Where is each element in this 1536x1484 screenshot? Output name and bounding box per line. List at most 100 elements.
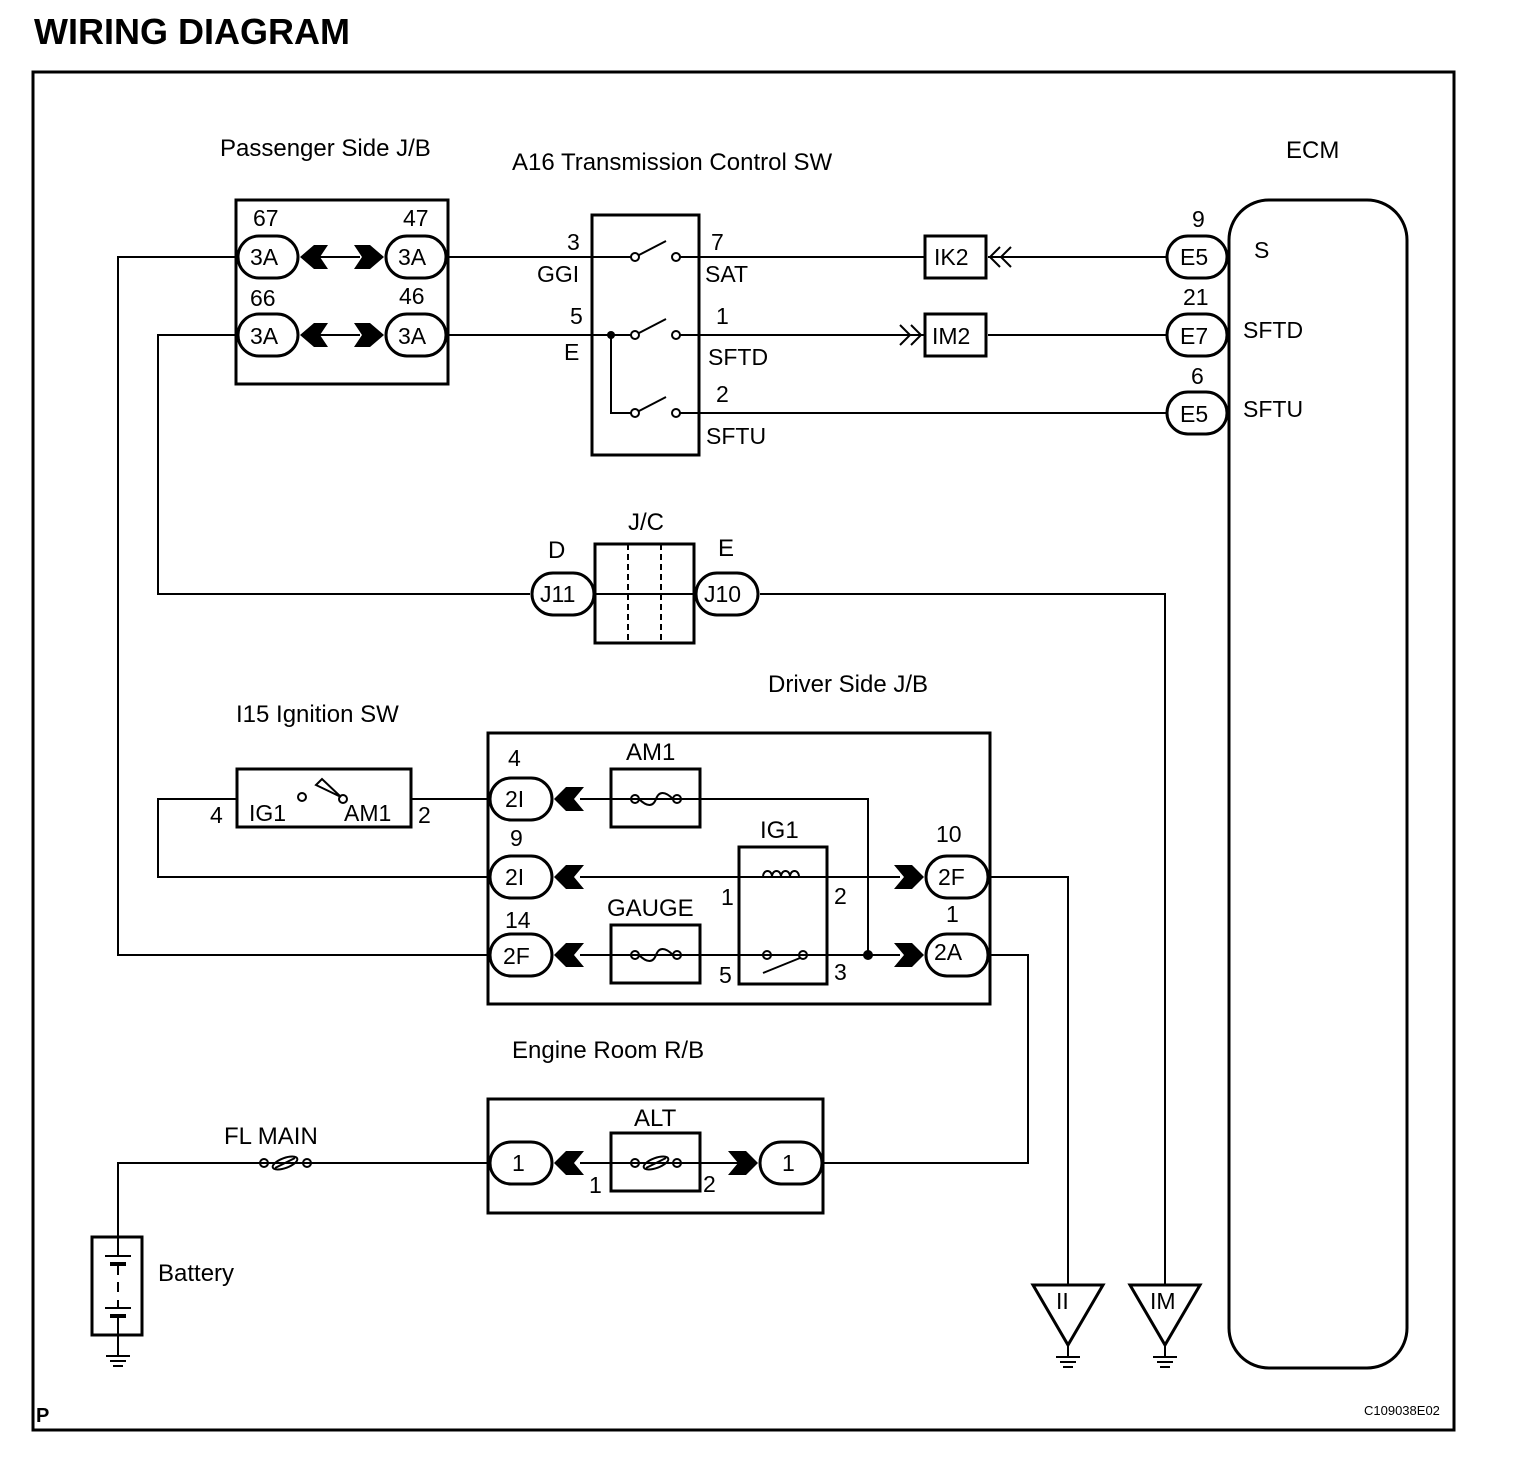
diagram-frame	[31, 70, 1456, 1432]
pin-number: 10	[936, 821, 962, 847]
junction-connector[interactable]: J/C D E J11 J10	[530, 509, 760, 645]
pin-number: 5	[719, 962, 732, 988]
ecm-connector-sftu[interactable]: 6 E5 SFTU	[1165, 363, 1303, 436]
connector-arrow-icon	[894, 943, 924, 967]
ground-triangle-icon	[1030, 1283, 1106, 1348]
connector-code: 3A	[398, 244, 427, 270]
ecm-label: ECM	[1286, 137, 1339, 164]
connector-shape	[384, 312, 448, 358]
fuse-label: AM1	[626, 739, 675, 766]
ik2-label: IK2	[934, 244, 969, 270]
switch-blade-icon	[638, 396, 667, 412]
connector-shape	[488, 854, 554, 900]
connector-arrow-icon	[354, 245, 384, 269]
ignition-switch[interactable]: I15 Ignition SW 4 2 IG1 AM1	[210, 701, 431, 829]
battery[interactable]: Battery	[90, 1235, 234, 1367]
pin-name: SFTU	[706, 423, 766, 449]
fuse-alt[interactable]: ALT 1 2	[589, 1105, 716, 1198]
fuse-element-icon	[638, 792, 674, 806]
connector-shape	[1165, 312, 1229, 358]
pin-number: 14	[505, 907, 531, 933]
jb-internal-wire	[580, 798, 869, 955]
connector-code: 2F	[938, 864, 965, 890]
connector-47[interactable]: 47 3A	[384, 205, 448, 280]
connector-shape	[236, 234, 300, 280]
switch-contact-icon	[297, 792, 307, 802]
inline-connector-im2[interactable]: IM2	[899, 312, 988, 358]
pin-number: 9	[1192, 206, 1205, 232]
connector-66[interactable]: 66 3A	[236, 285, 300, 358]
pin-name: GGI	[537, 261, 579, 287]
pin-number: 2	[834, 883, 847, 909]
pin-number: 5	[570, 303, 583, 329]
switch-contact-icon	[338, 794, 348, 804]
fuse-am1[interactable]: AM1	[609, 739, 702, 829]
connector-rb-right[interactable]	[758, 1140, 824, 1186]
connector-j10[interactable]	[694, 571, 760, 617]
connector-j11[interactable]	[530, 571, 596, 617]
connector-code: E7	[1180, 323, 1208, 349]
ecm-box	[1227, 198, 1409, 1370]
ecm[interactable]: ECM 9 E5 S 21 E7 SFTD 6 E5 SFTU	[1165, 137, 1409, 1370]
fusible-link-icon	[271, 1155, 299, 1171]
pin-number: 1	[716, 303, 729, 329]
signal-name: SFTU	[1243, 396, 1303, 422]
connector-code: E5	[1180, 244, 1208, 270]
chevron-left-icon	[999, 246, 1012, 268]
ground-im[interactable]: IM	[1127, 1283, 1203, 1368]
pin-number: 6	[1191, 363, 1204, 389]
transmission-control-switch[interactable]: A16 Transmission Control SW 3 GGI 5 E 7 …	[512, 149, 832, 457]
connector-arrow-icon	[554, 865, 584, 889]
connector-67[interactable]: 67 3A	[236, 205, 300, 280]
wires	[117, 256, 1167, 1285]
ecm-connector-s[interactable]: 9 E5 S	[1165, 206, 1269, 280]
inline-connector-ik2[interactable]: IK2	[923, 234, 1012, 280]
engine-room-rb[interactable]: Engine Room R/B 1 1 ALT 1 2	[486, 1037, 825, 1215]
ecm-connector-sftd[interactable]: 21 E7 SFTD	[1165, 284, 1303, 358]
wire-im-ground	[760, 593, 1166, 1285]
connector-shape	[384, 234, 448, 280]
connector-rb-left[interactable]	[488, 1140, 554, 1186]
passenger-jb-box	[234, 198, 450, 386]
switch-contact-icon	[671, 330, 681, 340]
connector-arrow-icon	[554, 1151, 584, 1175]
connector-arrow-icon	[300, 245, 328, 269]
connector-shape	[1165, 390, 1229, 436]
connector-code: 3A	[398, 323, 427, 349]
pin-name: E	[564, 339, 579, 365]
pin-number: 46	[399, 283, 425, 309]
connector-2f-10[interactable]: 10 2F	[924, 821, 990, 900]
fl-main-label: FL MAIN	[224, 1123, 318, 1150]
pin-number: 47	[403, 205, 429, 231]
ground-label: II	[1056, 1288, 1069, 1314]
fuse-gauge[interactable]: GAUGE	[607, 895, 702, 985]
terminal-name: AM1	[344, 800, 391, 826]
ground-ii[interactable]: II	[1030, 1283, 1106, 1368]
connector-code: J10	[704, 581, 741, 607]
battery-plate-icon	[110, 1262, 126, 1266]
connector-2f-14[interactable]: 14 2F	[488, 907, 554, 978]
connector-shape	[488, 776, 554, 822]
connector-shape	[924, 854, 990, 900]
fusible-link-fl-main[interactable]: FL MAIN	[224, 1123, 318, 1172]
connector-46[interactable]: 46 3A	[384, 283, 448, 358]
connector-arrow-icon	[554, 943, 584, 967]
connector-code: 3A	[250, 244, 279, 270]
wire-ii-ground	[990, 876, 1069, 1285]
switch-wire	[610, 335, 631, 414]
driver-side-jb[interactable]: Driver Side J/B 4 2I 9 2I 14 2F 10 2F	[486, 671, 992, 1006]
junction-dot	[863, 950, 873, 960]
passenger-side-jb[interactable]: Passenger Side J/B 67 3A 47 3A 66 3A 46 …	[220, 135, 450, 386]
pin-number: 3	[567, 229, 580, 255]
pin-number: 1	[946, 901, 959, 927]
connector-2i-4[interactable]: 4 2I	[488, 745, 554, 822]
battery-label: Battery	[158, 1260, 234, 1287]
relay-coil-icon	[762, 870, 800, 878]
connector-2i-9[interactable]: 9 2I	[488, 825, 554, 900]
fuse-terminal-icon	[259, 1158, 269, 1168]
jc-left-letter: D	[548, 537, 565, 564]
switch-contact-icon	[671, 252, 681, 262]
relay-ig1[interactable]: IG1 1 2 5 3	[719, 817, 847, 988]
connector-2a-1[interactable]: 1 2A	[924, 901, 990, 978]
fuse-label: ALT	[634, 1105, 677, 1132]
